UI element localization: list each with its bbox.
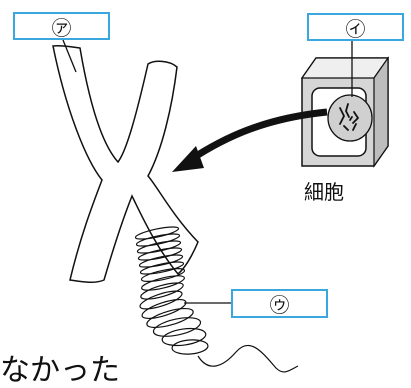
nucleus: [328, 95, 372, 141]
label-i: ㋑: [346, 13, 366, 42]
cell-illustration: [302, 41, 388, 166]
cell-caption: 細胞: [304, 176, 344, 205]
label-u: ㋒: [270, 289, 290, 318]
cell-box-side: [374, 58, 388, 166]
label-a: ㋐: [52, 12, 72, 41]
label-a-box: ㋐: [13, 12, 110, 40]
cell-box-top: [302, 58, 388, 78]
label-u-box: ㋒: [231, 289, 328, 318]
partial-bottom-text: なかった: [0, 356, 120, 386]
label-i-box: ㋑: [307, 13, 404, 41]
chromosome-x: [53, 46, 198, 283]
